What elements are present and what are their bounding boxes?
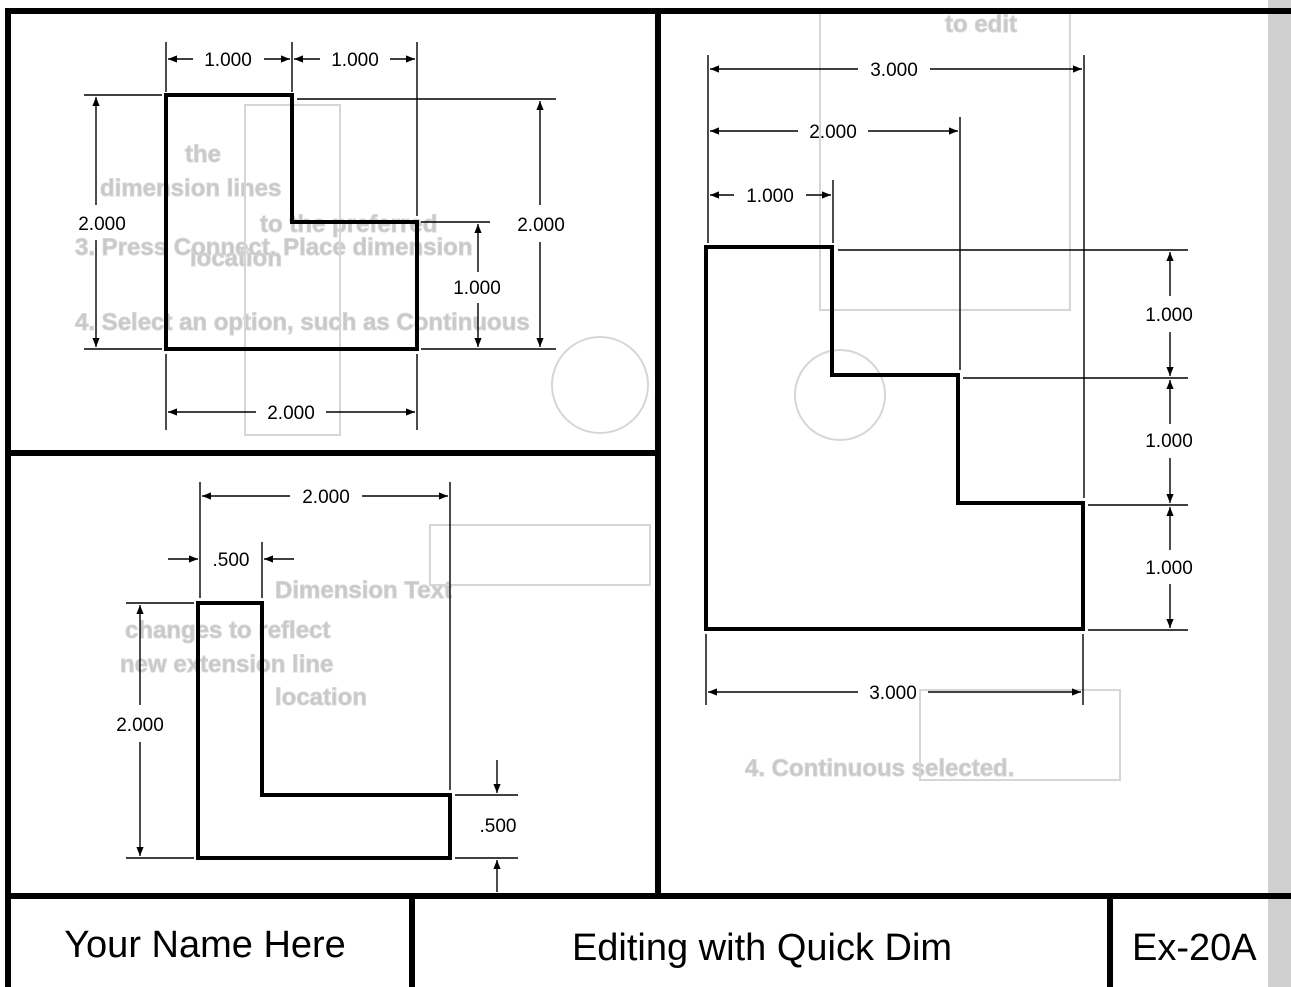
dimension-label: 1.000 (746, 186, 794, 207)
dimension-lines (708, 65, 1174, 696)
stepped-shape-outline (704, 245, 1085, 631)
drawing-title: Editing with Quick Dim (572, 927, 952, 969)
ghost-text: location (190, 245, 282, 272)
ghost-text: the (185, 141, 221, 168)
dimension-label: 2.000 (517, 215, 565, 236)
panel-bottom-left: 2.000 .500 2.000 .500 (116, 482, 518, 892)
dimension-label: 2.000 (78, 214, 126, 235)
dimension-lines (136, 492, 501, 892)
ghost-layer: the dimension lines to the preferred loc… (75, 9, 1121, 783)
dimension-label: 1.000 (331, 50, 379, 71)
panel-right: 3.000 2.000 1.000 1.000 1.000 1.000 3.00… (704, 55, 1193, 705)
ghost-text: to edit (945, 11, 1017, 38)
extension-lines (84, 42, 556, 430)
l-shape-outline (196, 601, 452, 860)
ghost-text: new extension line (120, 651, 333, 678)
ghost-text: 4. Continuous selected. (745, 755, 1014, 782)
dimension-label: .500 (213, 550, 250, 571)
dimension-label: 1.000 (1145, 305, 1193, 326)
dimension-label: 3.000 (869, 683, 917, 704)
ghost-text: dimension lines (100, 175, 281, 202)
sheet-border (5, 8, 1291, 987)
dimension-label: 2.000 (116, 715, 164, 736)
dimension-label: 2.000 (267, 403, 315, 424)
ghost-rect (919, 689, 1121, 781)
dimension-label: 2.000 (809, 122, 857, 143)
l-shape-outline (164, 93, 419, 351)
ghost-rect (429, 524, 651, 586)
dimension-label: .500 (480, 816, 517, 837)
exercise-number: Ex-20A (1132, 927, 1257, 969)
name-field: Your Name Here (64, 924, 346, 966)
dimension-label: 1.000 (453, 278, 501, 299)
ghost-text: changes to reflect (125, 617, 330, 644)
ghost-text: 4. Select an option, such as Continuous (75, 309, 530, 336)
ghost-text: location (275, 684, 367, 711)
dimension-label: 1.000 (204, 50, 252, 71)
extension-lines (705, 55, 1188, 705)
dimension-lines (92, 55, 544, 416)
dimension-label: 1.000 (1145, 558, 1193, 579)
panel-top-left: 1.000 1.000 2.000 2.000 1.000 2.000 (78, 42, 565, 430)
ghost-text: to the preferred (260, 211, 437, 238)
page-edge-shadow (1268, 0, 1291, 987)
ghost-text: Dimension Text (275, 577, 452, 604)
ghost-circle (551, 336, 649, 434)
ghost-circle (794, 349, 886, 441)
dimension-label: 3.000 (870, 60, 918, 81)
ghost-text: 3. Press Connect. Place dimension (75, 234, 472, 261)
dimension-label: 1.000 (1145, 431, 1193, 452)
dimension-label: 2.000 (302, 487, 350, 508)
extension-lines (126, 482, 518, 859)
